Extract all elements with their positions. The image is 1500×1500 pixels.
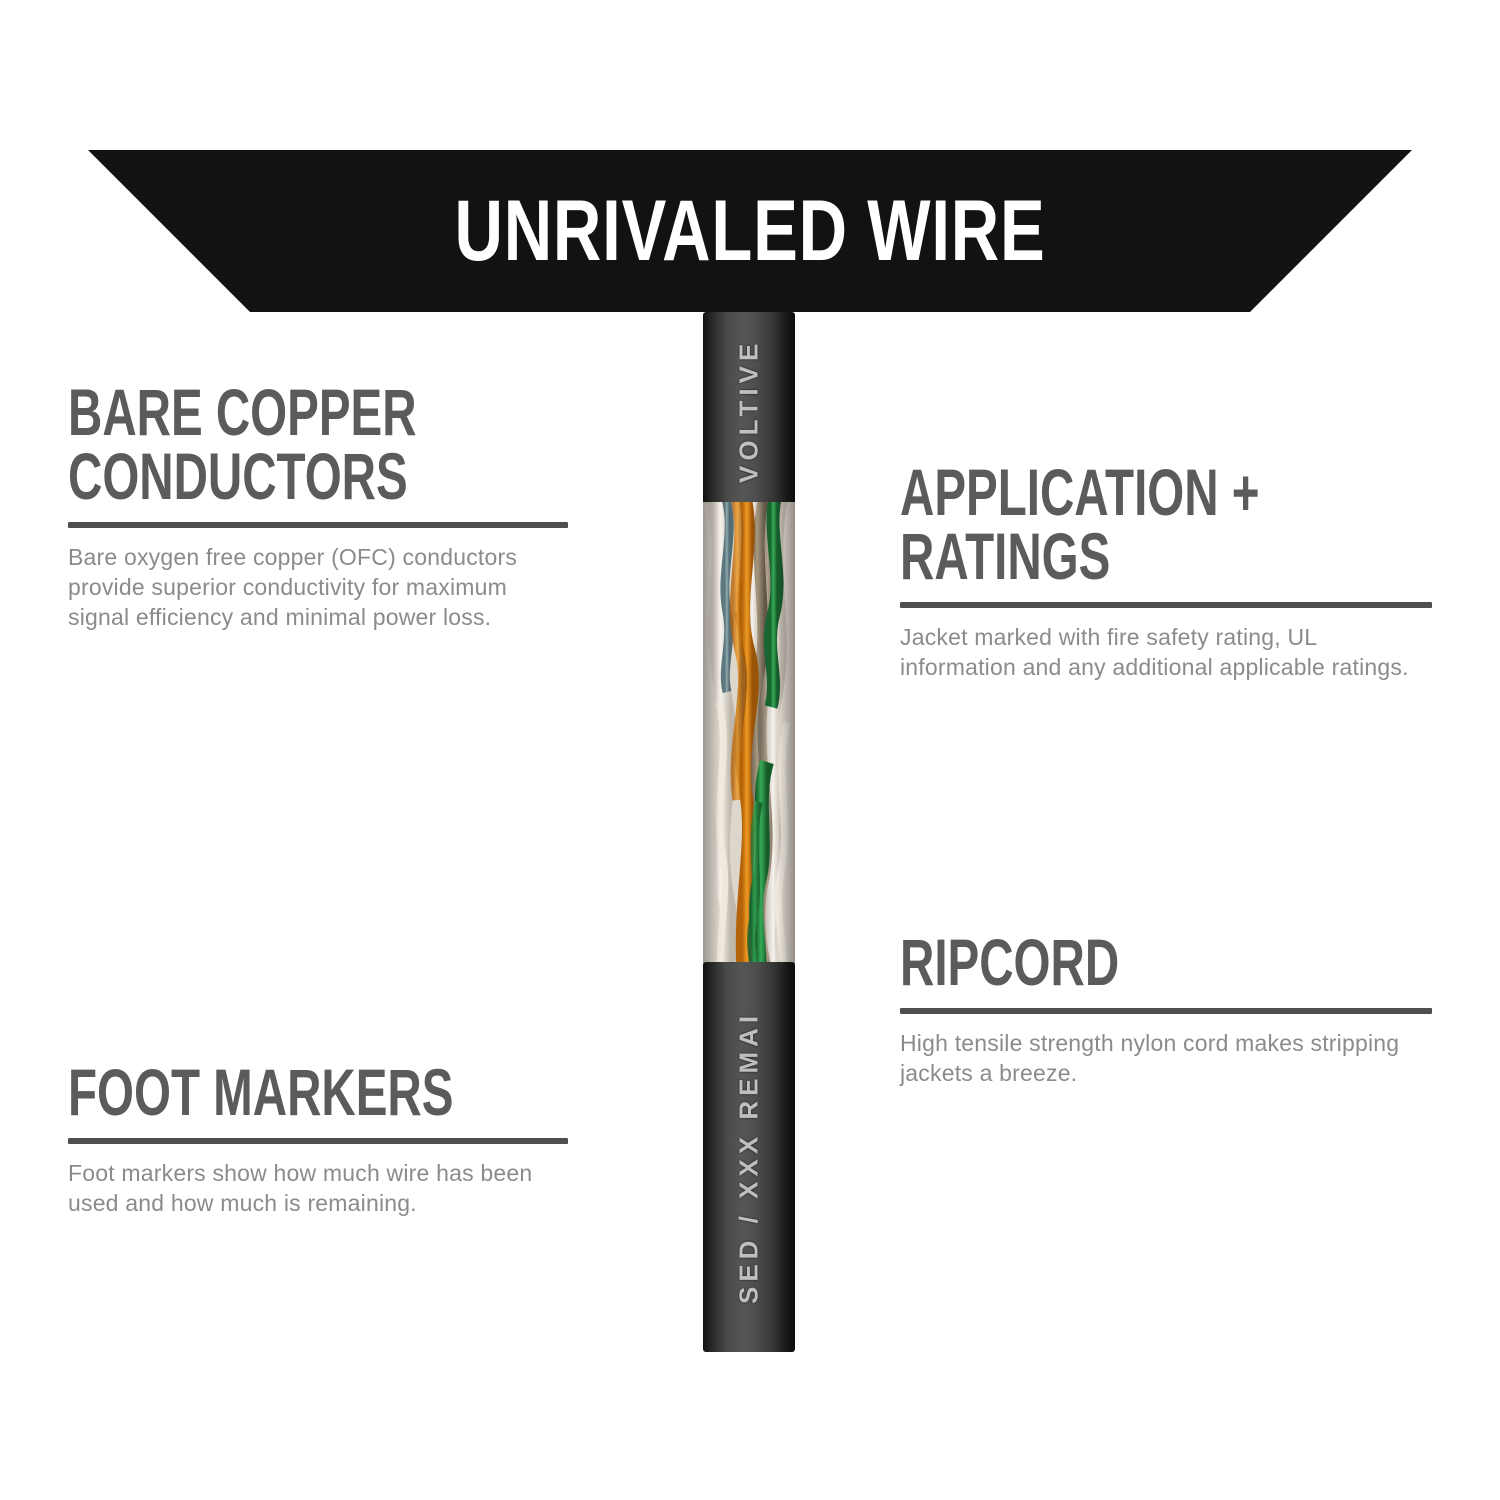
page-title: UNRIVALED WIRE [454,183,1046,279]
twisted-pairs-svg [703,502,795,970]
cable-jacket-lower: SED / XXX REMAI [703,962,795,1352]
feature-application-ratings: APPLICATION + RATINGS Jacket marked with… [900,455,1432,682]
feature-body: Foot markers show how much wire has been… [68,1160,533,1216]
feature-heading: FOOT MARKERS [68,1055,454,1129]
feature-foot-markers: FOOT MARKERS Foot markers show how much … [68,1055,568,1218]
feature-body: Bare oxygen free copper (OFC) conductors… [68,544,518,630]
cable-illustration: VOLTIVE [703,312,795,1352]
title-banner [88,150,1412,312]
feature-heading: BARE COPPER CONDUCTORS [68,375,417,513]
conductor-bundle [703,502,795,970]
feature-body: High tensile strength nylon cord makes s… [900,1030,1400,1086]
feature-body: Jacket marked with fire safety rating, U… [900,624,1409,680]
heading-divider [68,1138,568,1144]
feature-heading: RIPCORD [900,925,1120,999]
feature-bare-copper-conductors: BARE COPPER CONDUCTORS Bare oxygen free … [68,375,568,632]
jacket-print-upper: VOLTIVE [733,338,764,484]
jacket-print-lower: SED / XXX REMAI [733,1010,764,1304]
feature-heading: APPLICATION + RATINGS [900,455,1260,593]
feature-ripcord: RIPCORD High tensile strength nylon cord… [900,925,1432,1088]
cable-jacket-upper: VOLTIVE [703,312,795,510]
heading-divider [900,1008,1432,1014]
heading-divider [900,602,1432,608]
heading-divider [68,522,568,528]
